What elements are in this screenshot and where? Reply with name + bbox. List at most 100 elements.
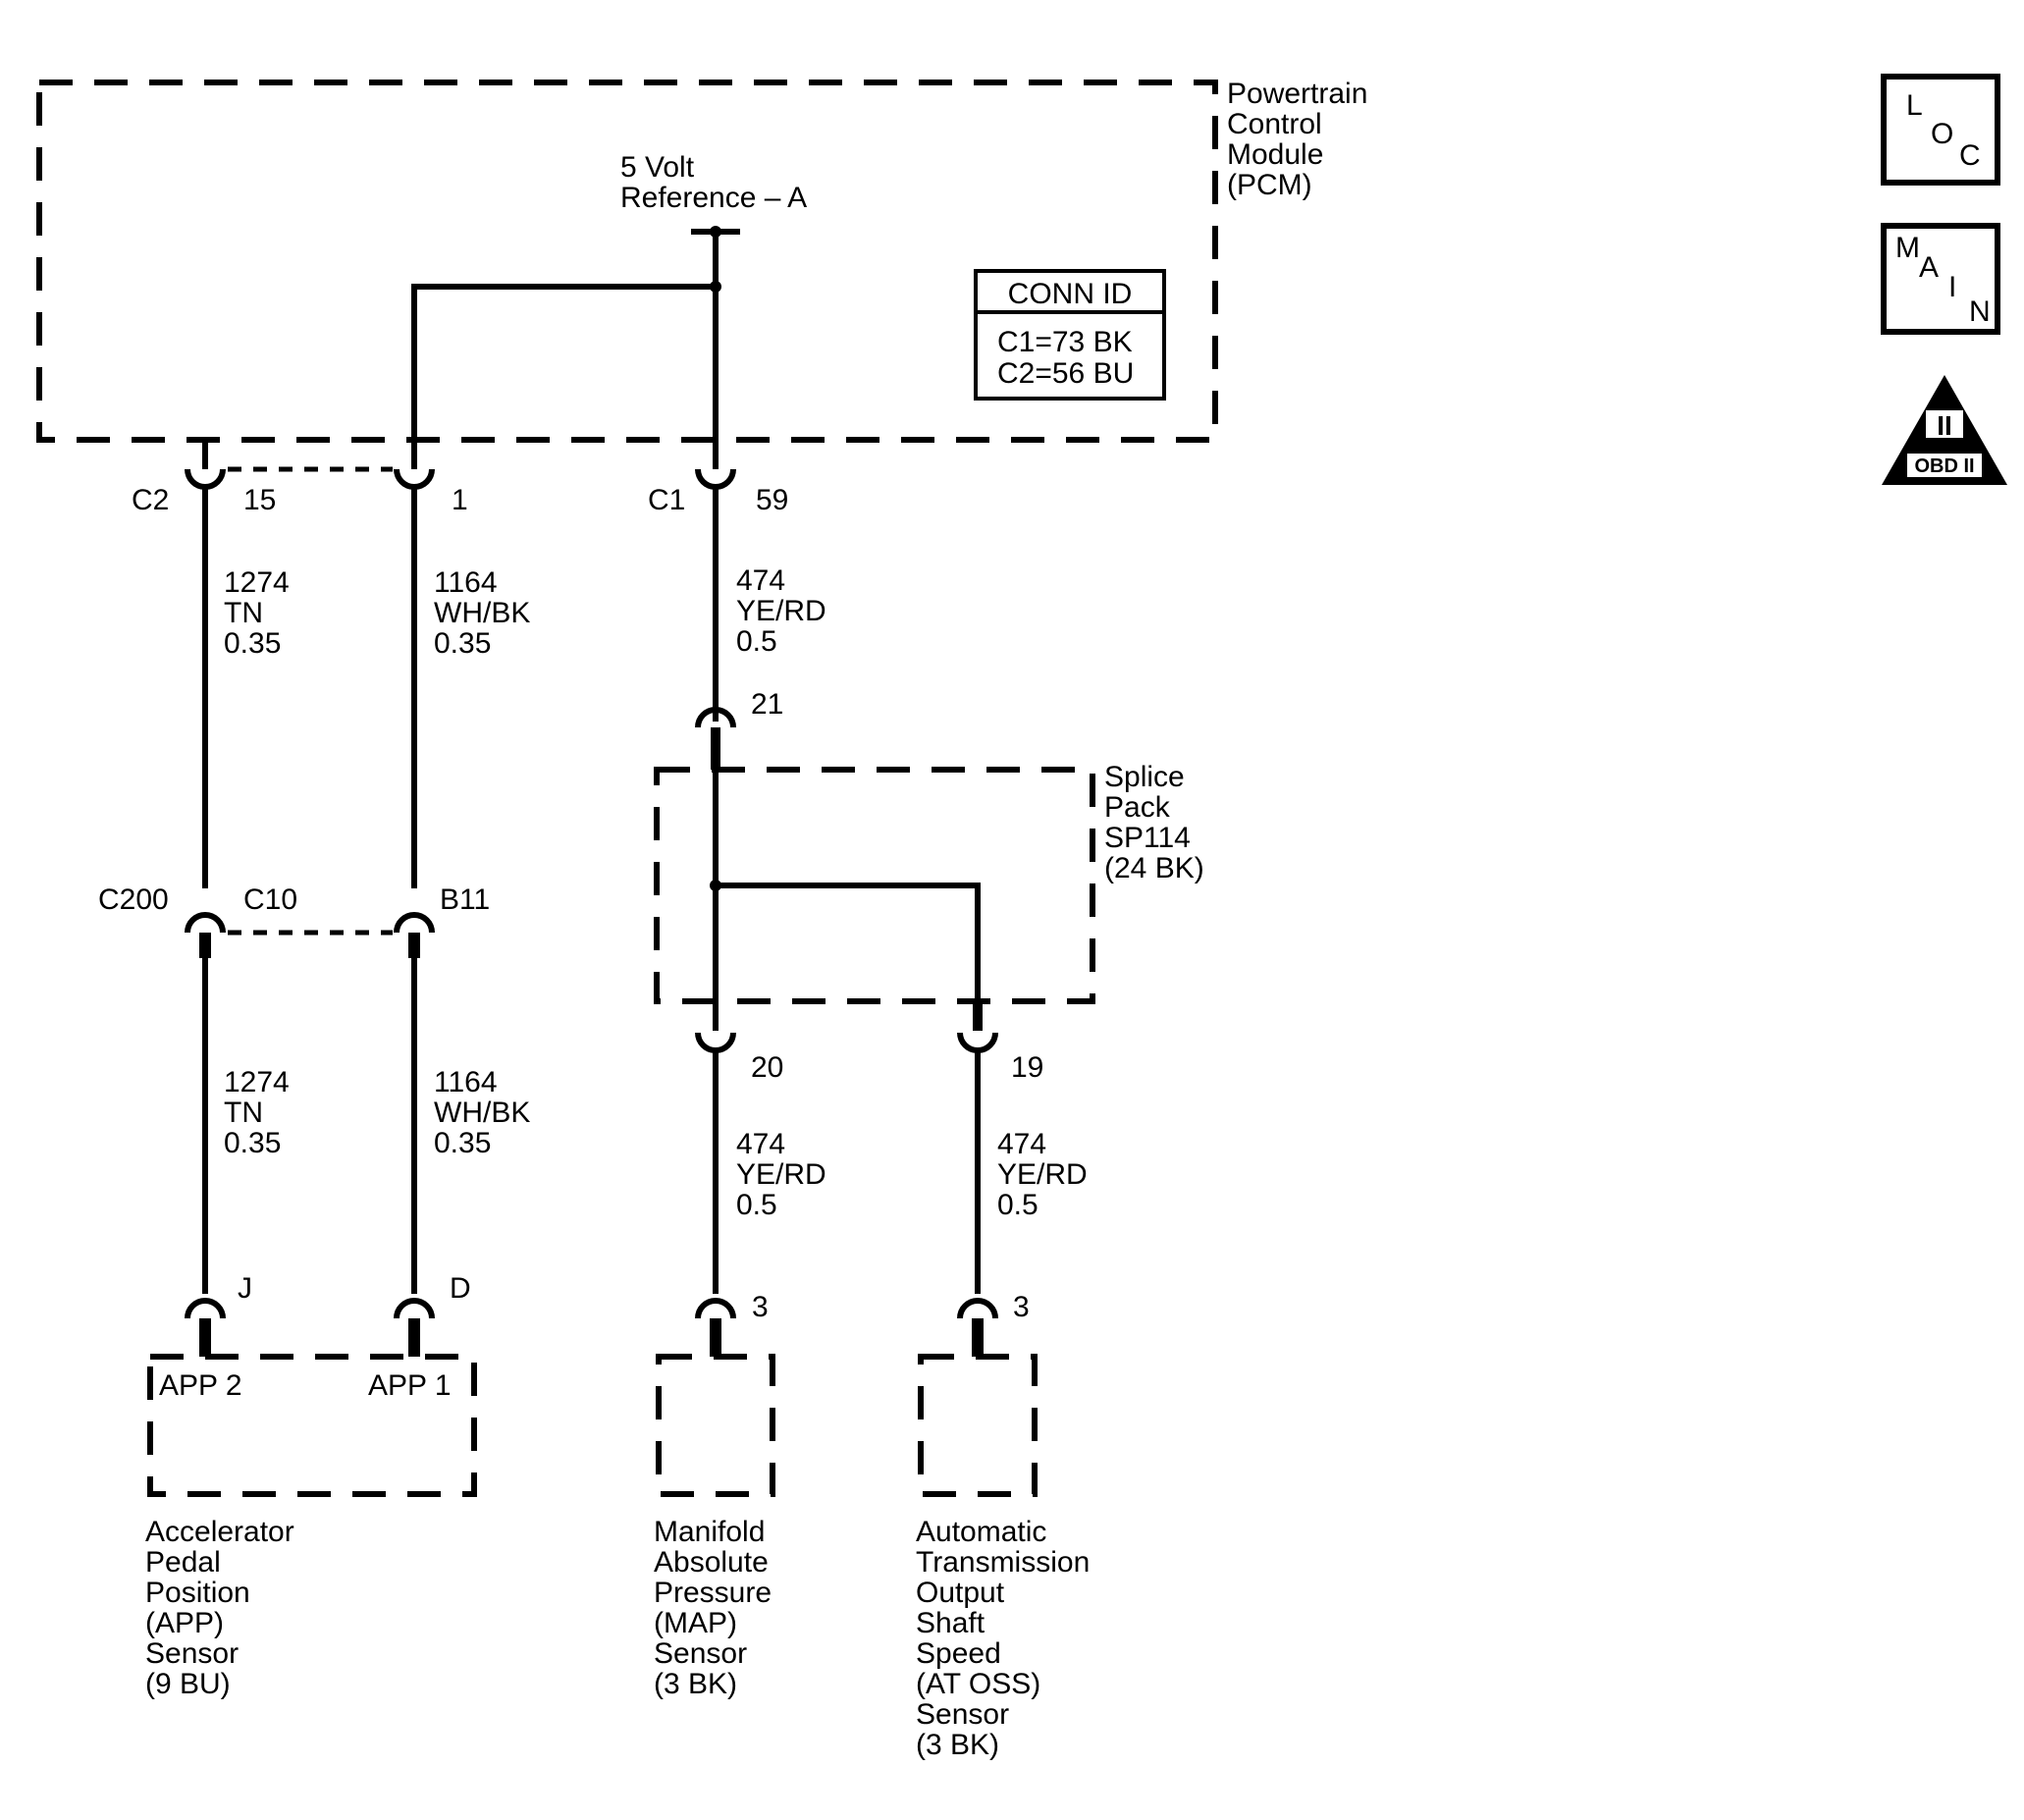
svg-text:Transmission: Transmission [916,1546,1090,1579]
svg-text:II: II [1937,410,1952,441]
svg-text:Pedal: Pedal [145,1546,221,1579]
svg-text:WH/BK: WH/BK [434,1097,530,1129]
wire-1164-lower-label: 1164 WH/BK 0.35 [434,1066,530,1159]
pcm-title: Powertrain Control Module (PCM) [1227,78,1367,201]
svg-text:L: L [1906,89,1923,122]
splice-pack-label: Splice Pack SP114 (24 BK) [1104,761,1204,884]
connector-c200-b11 [394,912,435,958]
svg-text:Shaft: Shaft [916,1607,985,1639]
svg-text:N: N [1969,295,1991,328]
app2-label: APP 2 [159,1369,242,1402]
splice-branch [716,883,981,1031]
svg-text:0.5: 0.5 [736,625,777,658]
svg-text:(9 BU): (9 BU) [145,1668,231,1700]
svg-text:Accelerator: Accelerator [145,1516,294,1548]
app-sensor-name: Accelerator Pedal Position (APP) Sensor … [145,1516,294,1700]
c2-connector-label: C2 [132,484,169,516]
wire-474-oss-label: 474 YE/RD 0.5 [997,1128,1088,1221]
b11-pin-label: B11 [440,883,490,916]
svg-text:Control: Control [1227,108,1322,140]
map-pin-3-label: 3 [752,1291,769,1323]
app-connector-d [394,1298,435,1357]
svg-text:Output: Output [916,1577,1005,1609]
connector-c200-c10 [185,912,226,958]
svg-text:YE/RD: YE/RD [736,595,826,627]
oss-sensor: Automatic Transmission Output Shaft Spee… [916,1354,1090,1761]
svg-text:0.35: 0.35 [224,1127,281,1159]
wire-474-map-label: 474 YE/RD 0.5 [736,1128,826,1221]
wire-1164-upper-label: 1164 WH/BK 0.35 [434,566,530,660]
svg-text:(APP): (APP) [145,1607,224,1639]
app-connector-j [185,1298,226,1357]
oss-connector-3 [957,1298,998,1357]
c200-label: C200 [98,883,169,916]
svg-text:CONN ID: CONN ID [1008,278,1133,310]
connector-c1-59 [695,468,736,490]
svg-text:Splice: Splice [1104,761,1185,793]
svg-text:Automatic: Automatic [916,1516,1046,1548]
svg-text:Speed: Speed [916,1637,1001,1670]
map-sensor-name: Manifold Absolute Pressure (MAP) Sensor … [654,1516,772,1700]
oss-sensor-name: Automatic Transmission Output Shaft Spee… [916,1516,1090,1761]
svg-text:TN: TN [224,597,263,629]
svg-text:O: O [1931,118,1953,150]
svg-text:Sensor: Sensor [916,1698,1009,1731]
wire-474-upper-label: 474 YE/RD 0.5 [736,564,826,658]
app-sensor: APP 2 APP 1 Accelerator Pedal Position (… [145,1354,477,1700]
splice-pack-box [654,767,1095,1004]
svg-text:1274: 1274 [224,1066,290,1098]
connector-c2-1 [394,468,435,490]
svg-text:1164: 1164 [434,566,498,599]
c10-pin-label: C10 [243,883,297,916]
svg-text:474: 474 [736,1128,785,1160]
svg-text:(24 BK): (24 BK) [1104,852,1204,884]
svg-text:1164: 1164 [434,1066,498,1098]
svg-text:474: 474 [736,564,785,597]
svg-text:(AT OSS): (AT OSS) [916,1668,1040,1700]
map-connector-3 [695,1298,736,1357]
app-pin-j-label: J [238,1272,252,1305]
svg-text:A: A [1919,251,1939,284]
connector-c2-15 [185,440,226,490]
loc-badge[interactable]: L O C [1881,74,2000,186]
svg-text:TN: TN [224,1097,263,1129]
c2-pin-1-label: 1 [452,484,468,516]
oss-pin-3-label: 3 [1013,1291,1030,1323]
svg-text:I: I [1948,271,1956,303]
svg-text:0.35: 0.35 [224,627,281,660]
svg-text:1274: 1274 [224,566,290,599]
svg-text:OBD II: OBD II [1914,455,1974,477]
svg-text:474: 474 [997,1128,1046,1160]
svg-text:WH/BK: WH/BK [434,597,530,629]
splice-out-connector-20 [695,1032,736,1053]
obd-ii-icon[interactable]: II OBD II [1882,375,2007,485]
svg-text:0.35: 0.35 [434,1127,491,1159]
svg-text:C1=73 BK: C1=73 BK [997,326,1133,358]
svg-text:C2=56 BU: C2=56 BU [997,357,1134,390]
map-sensor: Manifold Absolute Pressure (MAP) Sensor … [654,1354,775,1700]
svg-text:Sensor: Sensor [654,1637,747,1670]
svg-text:5 Volt: 5 Volt [620,151,695,184]
c1-connector-label: C1 [648,484,685,516]
svg-text:Module: Module [1227,138,1323,171]
c2-pin-15-label: 15 [243,484,276,516]
svg-text:Reference – A: Reference – A [620,182,807,214]
conn-id-table: CONN ID C1=73 BK C2=56 BU [974,269,1166,401]
svg-text:(PCM): (PCM) [1227,169,1312,201]
main-badge[interactable]: M A I N [1881,223,2000,335]
svg-text:(3 BK): (3 BK) [916,1729,999,1761]
svg-text:YE/RD: YE/RD [736,1158,826,1191]
svg-text:YE/RD: YE/RD [997,1158,1088,1191]
ref-label: 5 Volt Reference – A [620,151,807,214]
svg-text:0.5: 0.5 [997,1189,1039,1221]
svg-text:0.5: 0.5 [736,1189,777,1221]
ref-wire-c2 [411,284,716,469]
svg-text:C: C [1959,139,1981,172]
svg-text:Absolute: Absolute [654,1546,769,1579]
svg-text:Pack: Pack [1104,791,1171,824]
splice-pin-20-label: 20 [751,1051,783,1084]
splice-out-connector-19 [957,1032,998,1053]
svg-text:Powertrain: Powertrain [1227,78,1367,110]
splice-pin-19-label: 19 [1011,1051,1043,1084]
